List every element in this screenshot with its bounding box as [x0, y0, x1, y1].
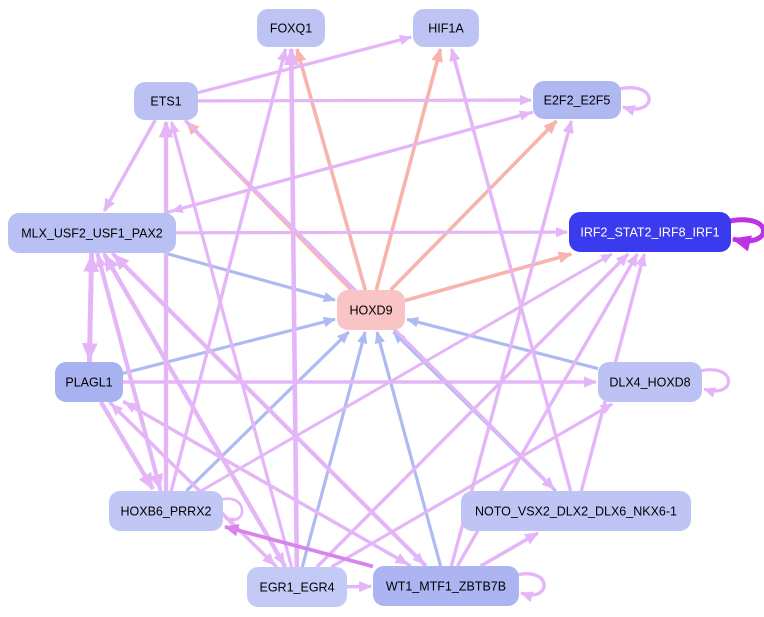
self-loop-DLX4[interactable]: [695, 368, 731, 398]
node-shape-HOXB6: [109, 491, 223, 531]
self-loop-HOXB6[interactable]: [216, 497, 244, 526]
edge-HOXB6-to-FOXQ1[interactable]: [169, 48, 289, 492]
self-loop-WT1[interactable]: [512, 572, 546, 603]
node-shape-WT1: [373, 566, 519, 606]
node-shape-IRF2: [569, 212, 731, 252]
edge-NOTO-to-HIF1A[interactable]: [449, 48, 573, 492]
node-shape-DLX4: [598, 362, 702, 402]
edge-PLAGL1-to-HOXB6[interactable]: [99, 400, 155, 491]
edge-ETS1-to-MLX[interactable]: [102, 119, 157, 212]
edge-MLX-to-HOXD9[interactable]: [164, 251, 336, 303]
node-HOXD9[interactable]: HOXD9: [337, 290, 405, 330]
edge-PLAGL1-to-EGR1[interactable]: [108, 400, 276, 567]
edges-layer: [81, 34, 764, 603]
edge-EGR1-to-ETS1[interactable]: [169, 121, 294, 568]
node-HIF1A[interactable]: HIF1A: [413, 9, 479, 47]
node-HOXB6[interactable]: HOXB6_PRRX2: [109, 491, 223, 531]
edge-MLX-to-IRF2[interactable]: [175, 226, 568, 238]
edge-MLX-to-PLAGL1[interactable]: [81, 252, 98, 362]
edge-HOXB6-to-IRF2[interactable]: [199, 252, 613, 493]
edge-HOXD9-to-HIF1A[interactable]: [374, 47, 443, 291]
edge-HOXD9-to-FOXQ1[interactable]: [294, 47, 368, 291]
edge-EGR1-to-IRF2[interactable]: [315, 252, 630, 569]
edge-EGR1-to-HOXD9[interactable]: [300, 331, 368, 568]
nodes-layer: FOXQ1 HIF1A ETS1 E2F2_E2F5MLX_USF2_USF1_PAX…: [8, 9, 731, 607]
edge-ETS1-to-E2F2[interactable]: [197, 94, 532, 106]
edge-MLX-to-HOXB6[interactable]: [95, 252, 164, 491]
node-FOXQ1[interactable]: FOXQ1: [257, 9, 325, 47]
node-DLX4[interactable]: DLX4_HOXD8: [598, 362, 702, 402]
edge-HOXD9-to-E2F2[interactable]: [389, 119, 558, 292]
node-shape-PLAGL1: [55, 362, 123, 402]
node-WT1[interactable]: WT1_MTF1_ZBTB7B: [373, 566, 519, 606]
edge-HOXB6-to-HOXD9[interactable]: [185, 330, 350, 493]
edge-WT1-to-NOTO[interactable]: [479, 531, 539, 568]
edge-MLX-to-E2F2[interactable]: [164, 110, 532, 215]
edge-PLAGL1-to-WT1[interactable]: [122, 399, 409, 566]
edge-MLX-to-EGR1[interactable]: [102, 252, 286, 566]
edge-WT1-to-HOXB6[interactable]: [223, 524, 374, 569]
edge-EGR1-to-FOXQ1[interactable]: [283, 47, 300, 568]
node-shape-MLX: [8, 213, 176, 253]
node-shape-HOXD9: [337, 290, 405, 330]
node-E2F2[interactable]: E2F2_E2F5: [533, 81, 621, 119]
node-EGR1[interactable]: EGR1_EGR4: [247, 567, 347, 607]
edge-ETS1-to-HIF1A[interactable]: [197, 34, 412, 95]
edge-WT1-to-HOXD9[interactable]: [374, 331, 443, 567]
edge-HOXD9-to-IRF2[interactable]: [404, 251, 573, 303]
node-shape-NOTO: [461, 491, 691, 531]
node-ETS1[interactable]: ETS1: [134, 82, 198, 120]
node-shape-HIF1A: [413, 9, 479, 47]
node-shape-ETS1: [134, 82, 198, 120]
edge-DLX4-to-HOXD9[interactable]: [406, 316, 599, 371]
node-MLX[interactable]: MLX_USF2_USF1_PAX2: [8, 213, 176, 253]
node-shape-FOXQ1: [257, 9, 325, 47]
edge-MLX-to-WT1[interactable]: [110, 251, 426, 566]
node-PLAGL1[interactable]: PLAGL1: [55, 362, 123, 402]
node-NOTO[interactable]: NOTO_VSX2_DLX2_DLX6_NKX6-1: [461, 491, 691, 531]
node-shape-E2F2: [533, 81, 621, 119]
self-loop-E2F2[interactable]: [614, 86, 651, 116]
edge-EGR1-to-DLX4[interactable]: [330, 402, 613, 569]
node-shape-EGR1: [247, 567, 347, 607]
node-IRF2[interactable]: IRF2_STAT2_IRF8_IRF1: [569, 212, 731, 252]
edge-PLAGL1-to-HOXD9[interactable]: [122, 316, 336, 375]
